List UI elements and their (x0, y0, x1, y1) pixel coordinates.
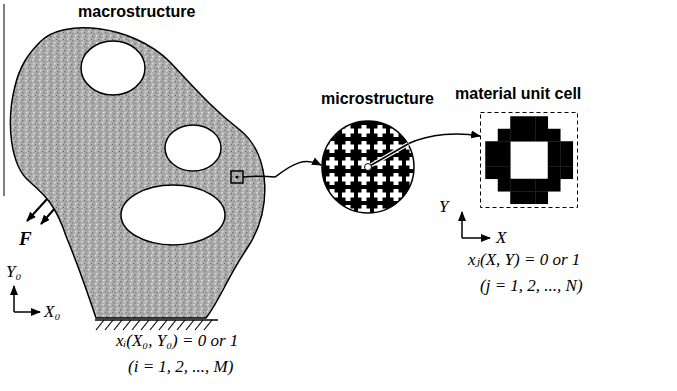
node-heading: microstructure (321, 89, 434, 108)
macrostructure-region: macrostructure (0, 0, 275, 325)
design-variable-formula: xᵢ(X₀, Y₀) = 0 or 1 (116, 331, 238, 351)
zoom-arrow (275, 162, 321, 178)
axis-label: X₀ (44, 302, 60, 322)
ground-line (95, 319, 218, 321)
macrostructure-shape (0, 0, 275, 325)
border-line (4, 4, 5, 196)
index-range: (j = 1, 2, ..., N) (480, 276, 583, 296)
microstructure-circle: microstructure (321, 120, 415, 214)
unit-cell-box: material unit cell (480, 112, 578, 208)
force-label: F (19, 228, 32, 251)
unit-cell-shape (480, 112, 578, 208)
node-heading: macrostructure (78, 2, 195, 21)
zoom-arrow (409, 134, 480, 144)
microstructure-shape (321, 120, 415, 214)
ground-hatching (96, 320, 212, 330)
axis-line (14, 311, 40, 313)
axis-line (462, 237, 490, 239)
axis-line (13, 286, 15, 312)
axis-label: Y (439, 197, 448, 217)
axis-line (461, 212, 463, 238)
axis-label: X (496, 228, 506, 248)
index-range: (i = 1, 2, ..., M) (128, 357, 233, 377)
design-variable-formula: xⱼ(X, Y) = 0 or 1 (468, 250, 580, 270)
node-heading: material unit cell (455, 84, 581, 103)
axis-label: Y₀ (6, 262, 21, 282)
